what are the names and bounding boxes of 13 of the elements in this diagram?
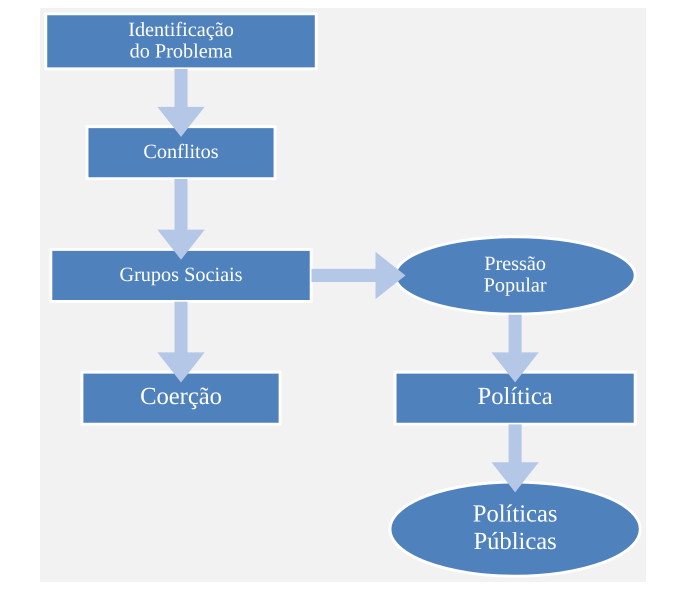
node-box: Conflitos: [86, 125, 276, 180]
arrow: [157, 302, 205, 382]
node-ellipse: Pressão Popular: [394, 235, 637, 316]
node-ellipse: Políticas Públicas: [388, 480, 642, 578]
arrow: [157, 178, 205, 260]
node-box: Identificação do Problema: [44, 12, 318, 70]
node-box: Coerção: [80, 370, 282, 426]
arrow: [491, 314, 539, 382]
arrow: [157, 69, 205, 137]
arrow: [491, 424, 539, 492]
node-box: Política: [394, 370, 637, 426]
arrow: [312, 252, 406, 300]
node-box: Grupos Sociais: [49, 248, 313, 303]
